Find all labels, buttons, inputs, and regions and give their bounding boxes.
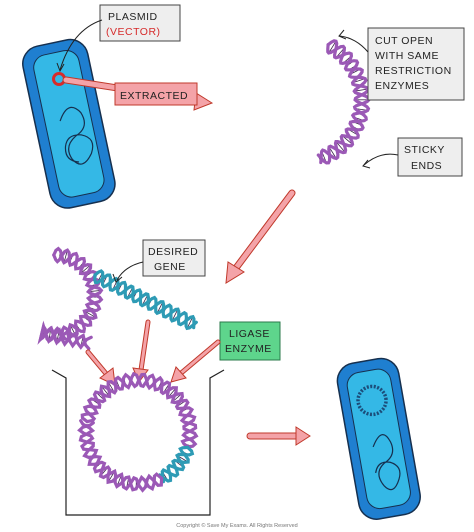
cut-label-4: ENZYMES <box>375 80 429 92</box>
reaction-container <box>51 369 225 516</box>
dna-strand <box>319 39 371 165</box>
recombinant-plasmid-ring <box>77 371 199 493</box>
dna-strand <box>158 445 195 483</box>
sticky-ends-callout: STICKY ENDS <box>362 137 463 177</box>
diagonal-arrow <box>225 189 296 284</box>
plasmid-label: PLASMID <box>108 11 158 23</box>
dna-strand <box>82 372 199 450</box>
bacterial-chromosome-2 <box>372 434 401 491</box>
desired-label-2: GENE <box>154 261 186 273</box>
dna-strand <box>160 445 190 484</box>
bacterium-with-plasmid <box>22 38 116 209</box>
bacterial-chromosome <box>59 106 94 165</box>
extracted-label: EXTRACTED <box>120 90 188 102</box>
recombinant-bacterium <box>336 357 421 520</box>
dna-strand <box>93 269 196 330</box>
dna-strand <box>77 421 164 492</box>
desired-gene-callout: DESIRED GENE <box>112 239 206 283</box>
dna-strand <box>80 371 198 449</box>
ligase-label-2: ENZYME <box>225 343 272 355</box>
base-pair <box>186 316 194 329</box>
cut-plasmid-dna <box>316 39 371 165</box>
base-pair <box>335 141 346 153</box>
transfer-arrow <box>246 426 311 446</box>
desired-label-1: DESIRED <box>148 246 198 258</box>
vector-label: (VECTOR) <box>106 26 161 38</box>
dna-strand <box>37 246 104 351</box>
cut-label-1: CUT OPEN <box>375 35 433 47</box>
base-pair <box>354 88 369 92</box>
ligase-label-1: LIGASE <box>229 328 270 340</box>
extracted-arrow: EXTRACTED <box>62 76 214 111</box>
ligase-enzyme-callout: LIGASE ENZYME <box>219 321 281 361</box>
cut-label-2: WITH SAME <box>375 50 439 62</box>
base-pair <box>328 40 337 54</box>
dna-strand <box>78 419 164 493</box>
plasmid-callout: PLASMID (VECTOR) <box>56 4 181 73</box>
desired-gene-dna <box>93 269 198 331</box>
cut-open-callout: CUT OPEN WITH SAME RESTRICTION ENZYMES <box>338 27 465 101</box>
cut-label-3: RESTRICTION <box>375 65 452 77</box>
copyright-text: Copyright © Save My Exams. All Rights Re… <box>176 522 297 529</box>
open-plasmid-dna <box>37 246 104 351</box>
sticky-label-2: ENDS <box>411 160 442 172</box>
sticky-label-1: STICKY <box>404 144 445 156</box>
